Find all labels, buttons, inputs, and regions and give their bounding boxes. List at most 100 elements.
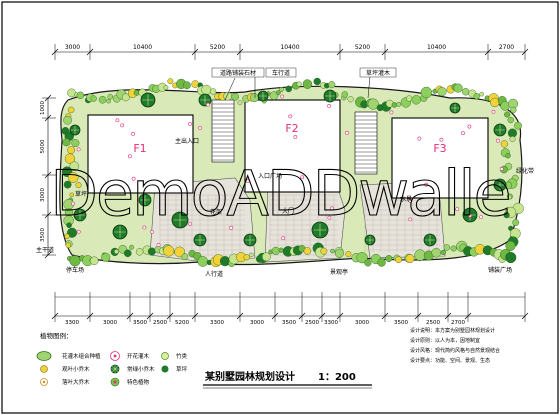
shrub <box>411 95 421 105</box>
flower <box>330 206 334 211</box>
shrub <box>443 244 451 251</box>
shrub <box>201 84 212 95</box>
shrub <box>450 245 457 252</box>
shrub <box>182 81 191 90</box>
shrub <box>437 87 447 97</box>
tree-branch <box>200 95 210 105</box>
shrub <box>508 225 514 231</box>
callout-sidewalk: 人行道 <box>205 270 223 278</box>
note-line: 设计要点：功能、空间、景观、生态 <box>410 357 490 364</box>
left-dim-label: 5000 <box>40 139 46 153</box>
shrub <box>163 85 169 90</box>
left-dim-label: 1000 <box>40 101 46 115</box>
shrub <box>106 98 111 104</box>
drawing-title: 某别墅园林规划设计 <box>205 370 295 383</box>
callout-lawn: 草坪 <box>75 190 87 198</box>
flower <box>281 236 286 241</box>
shrub <box>249 252 254 258</box>
shrub <box>431 247 442 258</box>
callout-plaza: 铺装广场 <box>488 266 512 274</box>
shrub <box>405 254 415 264</box>
stairs-west <box>211 99 235 163</box>
flower <box>468 213 472 218</box>
shrub <box>191 80 200 88</box>
legend-label: 开花灌木 <box>127 352 150 360</box>
shrub <box>197 256 209 267</box>
plan-callouts: 主出入口 入口广场 草坪 花架 大门 水景 停车场 人行道 景观亭 铺装广场 主… <box>36 137 534 278</box>
shrub <box>123 249 132 258</box>
bottom-dim-label: 2500 <box>305 320 319 326</box>
shrub <box>278 87 284 93</box>
legend-label: 草坪 <box>176 365 188 373</box>
flower <box>417 136 422 141</box>
bottom-dim-label: 3500 <box>394 320 408 326</box>
shrub <box>71 139 80 148</box>
shrub <box>385 255 393 263</box>
flower <box>229 225 234 230</box>
shrub <box>243 254 250 261</box>
deciduous-tree-icon <box>40 378 48 386</box>
shrub <box>377 258 386 267</box>
flower <box>127 154 132 159</box>
shrub <box>107 93 114 100</box>
bottom-dim-label: 2500 <box>426 320 440 326</box>
flower <box>245 179 250 183</box>
shrub <box>347 96 354 103</box>
shrub <box>121 93 130 102</box>
plant-legend: 植物图例： 花灌木组合种植 开花灌木 竹类 观叶小乔木 常绿小乔木 草坪 落叶大… <box>36 331 188 387</box>
legend-label: 落叶大乔木 <box>62 378 90 386</box>
legend-label: 常绿小乔木 <box>127 365 155 373</box>
callout-driveway: 车行道 <box>272 69 290 77</box>
legend-title: 植物图例： <box>40 331 73 340</box>
flower <box>131 131 135 136</box>
shrub <box>67 172 79 183</box>
flower <box>439 137 444 142</box>
shrub <box>504 111 511 118</box>
shrub <box>453 83 463 93</box>
shrub <box>461 88 470 96</box>
shrub <box>101 252 111 262</box>
flower <box>408 217 413 222</box>
shrub <box>420 86 432 99</box>
shrub <box>181 253 189 261</box>
shrub <box>114 249 119 255</box>
tree-branch <box>245 235 255 245</box>
flower <box>142 225 147 230</box>
shrub <box>473 93 480 100</box>
bamboo-icon <box>161 352 169 360</box>
shrub <box>275 90 281 96</box>
shrub <box>67 146 75 154</box>
top-dim-label: 5200 <box>355 44 370 51</box>
note-line: 设计原则：以人为本，因地制宜 <box>410 337 480 344</box>
building-f1 <box>87 114 194 194</box>
shrub <box>271 246 280 255</box>
bottom-dim-label: 3300 <box>210 320 224 326</box>
shrub <box>64 153 75 164</box>
bottom-dim-label: 3500 <box>282 320 296 326</box>
flower <box>300 175 305 180</box>
tree-branch <box>195 235 205 245</box>
shrub <box>345 251 352 258</box>
shrub <box>334 248 344 258</box>
tree-branch <box>495 125 505 135</box>
flower <box>389 110 394 115</box>
shrub <box>261 252 271 262</box>
callout-pergola: 花架 <box>210 208 222 216</box>
flower <box>188 221 193 226</box>
shrub <box>414 249 426 261</box>
shrub <box>65 242 72 249</box>
shrub <box>135 248 144 256</box>
building-f3-label: F3 <box>433 142 446 155</box>
tree-branch <box>451 104 459 112</box>
callout-parking: 停车场 <box>66 266 84 274</box>
left-dim-label: 3500 <box>40 228 46 242</box>
shrub <box>505 252 517 264</box>
shrub <box>64 233 70 240</box>
bottom-dim-label: 3500 <box>133 320 147 326</box>
building-f3 <box>391 117 489 199</box>
flower <box>120 123 125 128</box>
